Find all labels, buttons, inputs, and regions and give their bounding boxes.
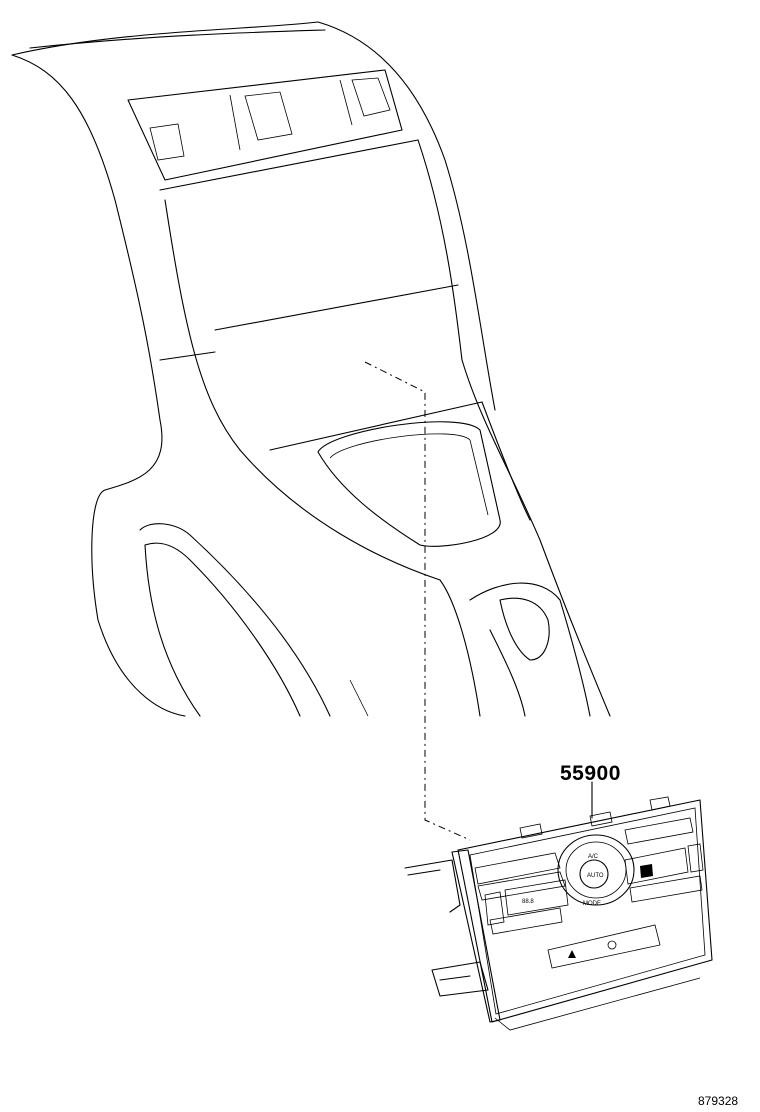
center-console-outline <box>11 21 611 841</box>
ac-control-panel: AUTO A/C MODE 88.8 <box>404 781 713 1023</box>
drawing-number: 879328 <box>698 1094 739 1108</box>
leader-line <box>364 361 471 841</box>
part-number-label: 55900 <box>560 762 621 785</box>
svg-text:88.8: 88.8 <box>522 899 534 905</box>
svg-text:A/C: A/C <box>588 854 599 860</box>
svg-text:MODE: MODE <box>583 901 601 907</box>
mode-dial <box>557 834 635 906</box>
svg-text:AUTO: AUTO <box>587 873 604 879</box>
